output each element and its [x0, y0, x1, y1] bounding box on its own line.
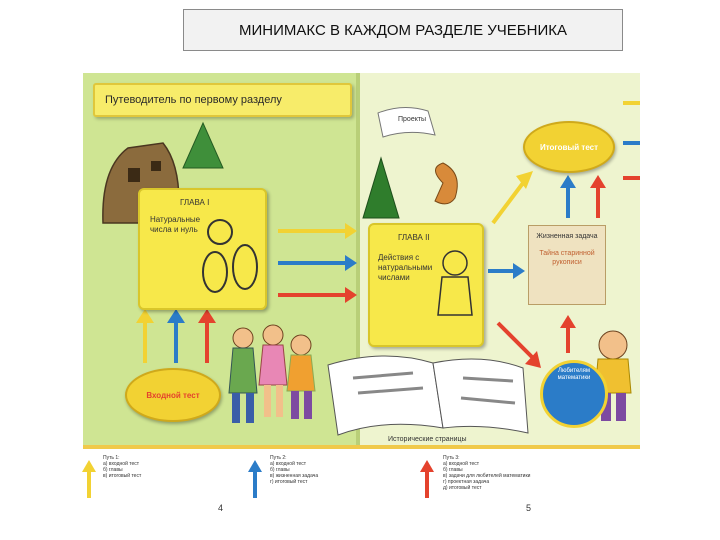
guide-banner-text: Путеводитель по первому разделу [105, 94, 282, 106]
footer-strip [83, 445, 640, 449]
legend-2-line-2: б) главы [270, 467, 290, 473]
math-lovers-badge: Любителям математики [540, 360, 608, 428]
life-task-subtitle: Тайна старинной рукописи [539, 250, 595, 266]
legend-2-line-3: в) жизненная задача [270, 473, 319, 479]
legend-path-3-text: Путь 3: а) входной тест б) главы в) зада… [443, 455, 530, 491]
textbook-spread: Путеводитель по первому разделу ГЛАВА I … [83, 73, 640, 449]
slide-title: МИНИМАКС В КАЖДОМ РАЗДЕЛЕ УЧЕБНИКА [183, 9, 623, 51]
red-arrow-icon [420, 460, 434, 498]
legend-1-line-3: в) итоговый тест [103, 473, 142, 479]
page-number-right: 5 [526, 503, 532, 513]
legend-2-line-0: Путь 2: [270, 455, 287, 461]
page-number-left: 4 [218, 503, 224, 513]
math-lovers-label: Любителям математики [557, 368, 591, 381]
life-task-scroll: Жизненная задача Тайна старинной рукопис… [528, 225, 606, 305]
legend-3-line-0: Путь 3: [443, 455, 460, 461]
legend-3-line-4: г) проектная задача [443, 479, 490, 485]
children-illustration [228, 324, 316, 423]
chapter-2-card: ГЛАВА II Действия с натуральными числами [368, 223, 484, 347]
chapter-1-text: Натуральные числа и нуль [150, 215, 201, 234]
guide-banner: Путеводитель по первому разделу [93, 83, 352, 117]
legend-1-line-0: Путь 1: [103, 455, 120, 461]
chapter-2-text: Действия с натуральными числами [378, 253, 433, 282]
legend-2-line-4: г) итоговый тест [270, 479, 308, 485]
illustrations [102, 101, 640, 436]
history-pages-illustration [327, 355, 529, 436]
legend-path-1-text: Путь 1: а) входной тест б) главы в) итог… [103, 455, 141, 479]
legend-1-line-2: б) главы [103, 467, 123, 473]
legend-3-line-5: д) итоговый тест [443, 485, 482, 491]
legend-2-line-1: а) входной тест [270, 461, 307, 467]
life-task-title: Жизненная задача [536, 233, 598, 240]
final-test-label: Итоговый тест [539, 142, 599, 152]
legend-3-line-3: в) задачи для любителей математики [443, 473, 531, 479]
page-fold [356, 73, 360, 447]
projects-label: Проекты [398, 116, 427, 123]
squirrel-illustration [434, 162, 458, 205]
chapter-2-label: ГЛАВА II [398, 233, 430, 242]
blue-arrow-icon [248, 460, 262, 498]
legend-path-2-text: Путь 2: а) входной тест б) главы в) жизн… [270, 455, 318, 485]
chapter-1-label: ГЛАВА I [180, 198, 210, 207]
slide-title-text: МИНИМАКС В КАЖДОМ РАЗДЕЛЕ УЧЕБНИКА [238, 21, 568, 39]
legend-1-line-1: а) входной тест [103, 461, 140, 467]
entry-test-label: Входной тест [146, 390, 200, 400]
yellow-arrow-icon [82, 460, 96, 498]
entry-test-oval: Входной тест [125, 368, 221, 422]
boy-illustration [594, 330, 632, 421]
history-pages-label: Исторические страницы [388, 436, 467, 443]
path-arrows [136, 101, 640, 368]
numbers-doodle [202, 219, 258, 293]
book-illustration [377, 107, 436, 138]
legend-3-line-1: а) входной тест [443, 461, 480, 467]
boy-doodle [437, 250, 473, 316]
chapter-1-card: ГЛАВА I Натуральные числа и нуль [138, 188, 267, 310]
final-test-oval: Итоговый тест [523, 121, 615, 173]
fir-tree-illustration [362, 156, 400, 219]
legend-3-line-2: б) главы [443, 467, 463, 473]
